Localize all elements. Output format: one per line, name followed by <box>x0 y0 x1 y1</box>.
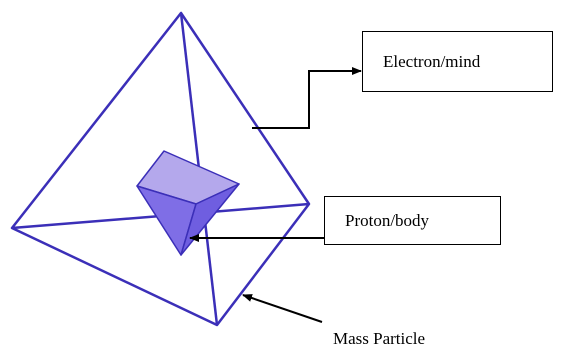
electron-label-box: Electron/mind <box>362 31 553 92</box>
electron-arrow <box>252 67 362 129</box>
mass-particle-label: Mass Particle <box>333 329 426 348</box>
octahedron-icon <box>136 150 240 256</box>
electron-label: Electron/mind <box>383 52 481 71</box>
proton-label: Proton/body <box>345 211 430 230</box>
proton-label-box: Proton/body <box>324 196 501 245</box>
mass-arrow <box>242 294 323 323</box>
